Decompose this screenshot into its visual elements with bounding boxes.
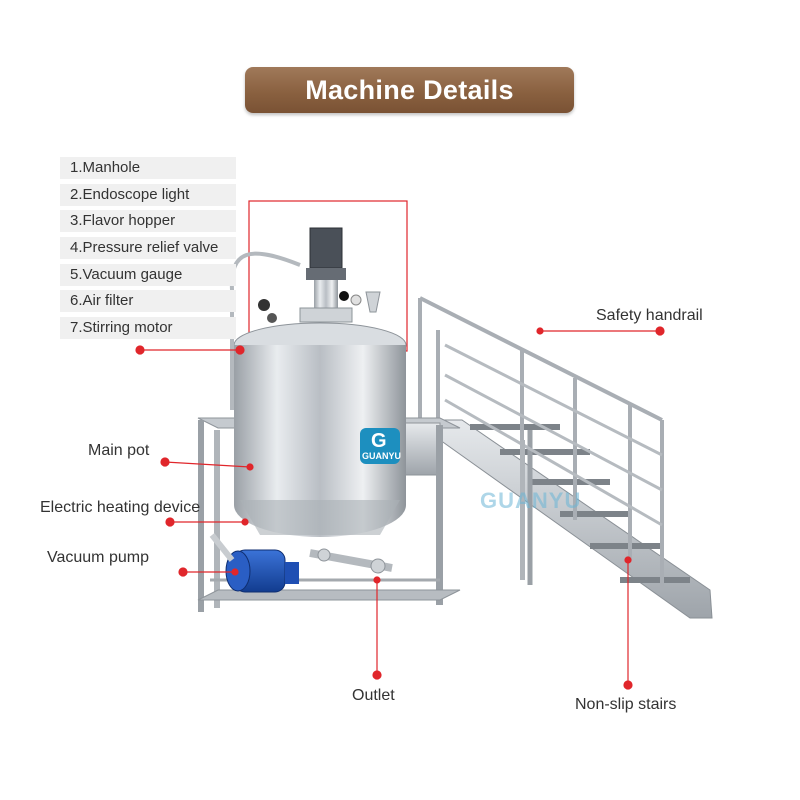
logo-graphic [360,428,400,464]
label-outlet: Outlet [352,687,395,704]
motor-graphic [229,227,381,410]
label-main-pot: Main pot [88,442,150,459]
legend-item-flavor-hopper: 3.Flavor hopper [60,210,236,233]
label-vacuum-pump: Vacuum pump [47,549,149,566]
logo-text: GUANYU [362,451,402,461]
title-banner: Machine Details [245,67,574,113]
legend-item-air-filter: 6.Air filter [60,290,236,313]
outlet-graphic [309,548,393,574]
legend-item-vacuum-gauge: 5.Vacuum gauge [60,263,236,286]
watermark-text: GUANYU [480,488,582,513]
stairs-graphic [418,296,713,619]
label-safety-handrail: Safety handrail [596,307,703,324]
label-non-slip-stairs: Non-slip stairs [575,696,677,713]
logo-letter: G [371,430,387,452]
vacuum-pump-graphic [209,533,299,593]
main-pot-graphic [233,322,407,537]
parts-legend: 1.Manhole 2.Endoscope light 3.Flavor hop… [60,157,236,344]
legend-item-stirring-motor: 7.Stirring motor [60,317,236,340]
legend-item-endoscope-light: 2.Endoscope light [60,183,236,206]
label-electric-heating-device: Electric heating device [40,499,201,516]
legend-item-manhole: 1.Manhole [60,157,236,179]
callout-lines [135,326,665,690]
page-title: Machine Details [305,74,514,105]
legend-item-pressure-relief-valve: 4.Pressure relief valve [60,237,236,260]
